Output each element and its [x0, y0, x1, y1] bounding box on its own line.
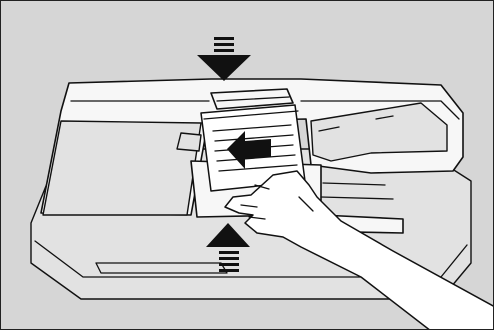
feed-tray-left	[43, 121, 201, 215]
down-arrow-icon	[197, 37, 251, 81]
feeder-latch	[177, 133, 201, 151]
